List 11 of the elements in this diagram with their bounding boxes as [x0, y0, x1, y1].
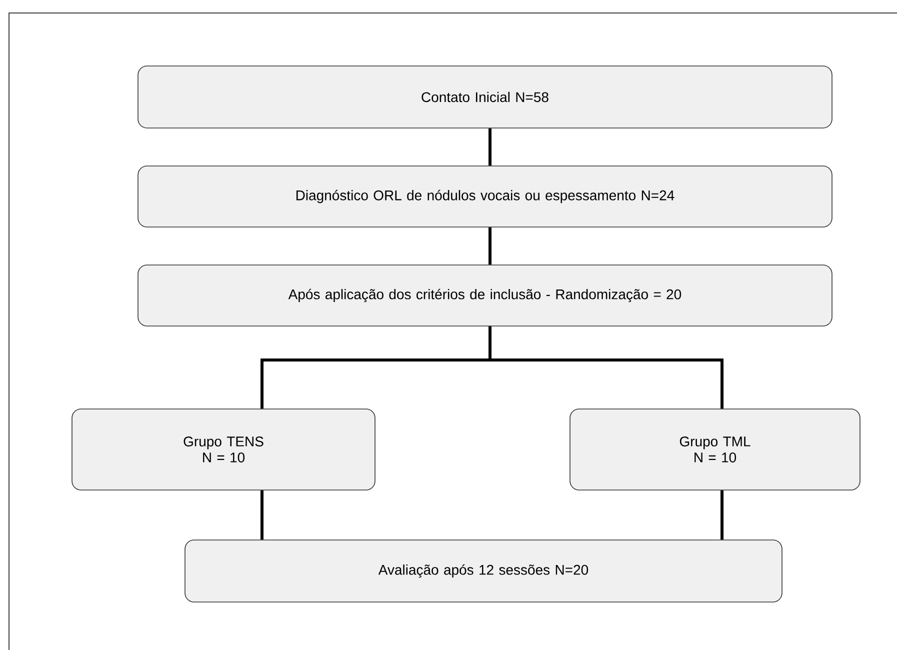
- process-box: Grupo TML N = 10: [570, 408, 860, 490]
- connector-line: [720, 490, 724, 540]
- process-box: Diagnóstico ORL de nódulos vocais ou espessamento N=24: [138, 166, 832, 228]
- process-box: Contato Inicial N=58: [138, 66, 832, 128]
- process-box: Avaliação após 12 sessões N=20: [184, 540, 782, 602]
- connector-line: [488, 326, 724, 409]
- process-box: Grupo TENS N = 10: [72, 408, 376, 490]
- process-box: Após aplicação dos critérios de inclusão - Randomização = 20: [138, 264, 832, 326]
- connector-line: [488, 227, 492, 265]
- connector-line: [260, 490, 264, 540]
- connector-line: [488, 128, 492, 166]
